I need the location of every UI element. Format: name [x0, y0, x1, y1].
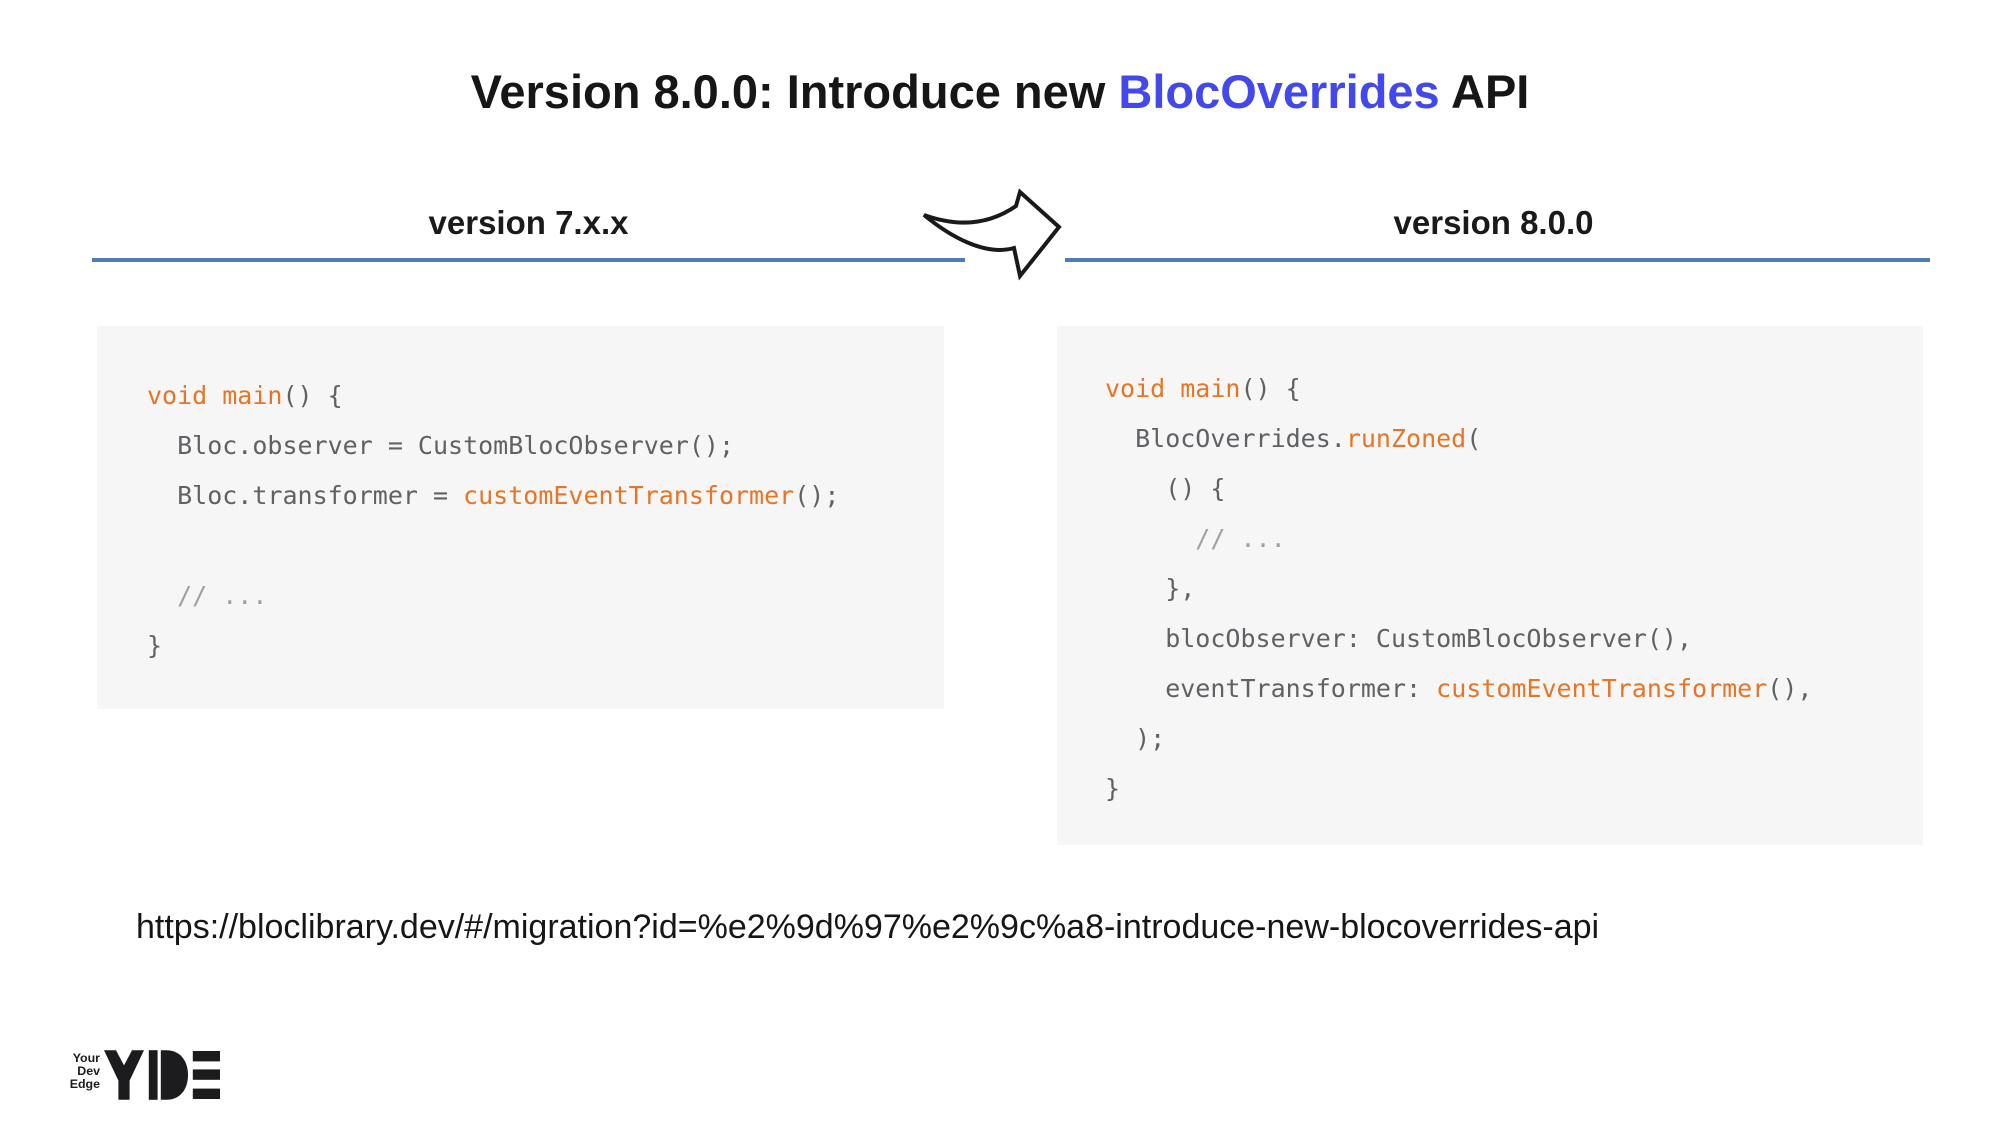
code-line: void main() {	[1105, 374, 1301, 403]
code-line: blocObserver: CustomBlocObserver(),	[1105, 624, 1692, 653]
code-line: eventTransformer: customEventTransformer…	[1105, 674, 1813, 703]
code-line: void main() {	[147, 381, 343, 410]
code-line: }	[1105, 774, 1121, 803]
footer-url: https://bloclibrary.dev/#/migration?id=%…	[136, 908, 1600, 946]
slide-title: Version 8.0.0: Introduce new BlocOverrid…	[0, 64, 2000, 119]
logo-text-dev: Dev	[77, 1064, 100, 1078]
code-block-version-8: void main() { BlocOverrides.runZoned( ()…	[1057, 326, 1923, 845]
code-line: }	[147, 631, 163, 660]
yde-logo: Your Dev Edge	[70, 1050, 220, 1100]
divider-line-left	[92, 258, 965, 262]
slide-title-highlight: BlocOverrides	[1118, 65, 1440, 118]
logo-letter-y	[104, 1050, 144, 1100]
logo-letter-d-bowl	[160, 1050, 188, 1100]
code-line: // ...	[1105, 524, 1286, 553]
slide-title-prefix: Version 8.0.0: Introduce new	[470, 65, 1119, 118]
column-header-version-8: version 8.0.0	[1393, 204, 1594, 241]
code-line: },	[1105, 574, 1196, 603]
divider-line-right	[1065, 258, 1930, 262]
column-header-version-7: version 7.x.x	[428, 204, 629, 241]
code-line: Bloc.transformer = customEventTransforme…	[147, 481, 840, 510]
code-line: );	[1105, 724, 1166, 753]
code-line: Bloc.observer = CustomBlocObserver();	[147, 431, 734, 460]
slide-title-suffix: API	[1439, 65, 1530, 118]
logo-letter-d-stem	[148, 1050, 158, 1100]
code-line: // ...	[147, 581, 268, 610]
arrow-right-icon	[922, 188, 1062, 281]
logo-letter-e-bar	[192, 1088, 220, 1099]
code-line: () {	[1105, 474, 1226, 503]
logo-monogram-yde	[104, 1050, 220, 1100]
logo-text-edge: Edge	[70, 1077, 100, 1091]
logo-letter-e-bar	[192, 1051, 220, 1062]
logo-letter-e-bar	[192, 1069, 220, 1080]
code-line	[147, 521, 944, 571]
logo-text-your: Your	[73, 1051, 100, 1065]
code-line: BlocOverrides.runZoned(	[1105, 424, 1482, 453]
code-block-version-7: void main() { Bloc.observer = CustomBloc…	[97, 326, 944, 709]
